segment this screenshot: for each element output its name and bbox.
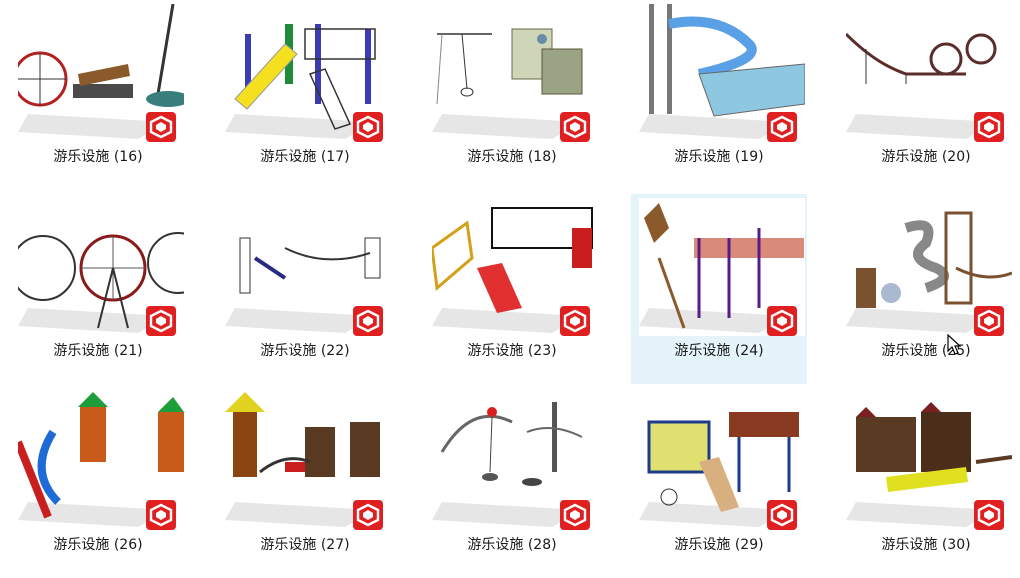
sketchup-logo-icon — [353, 112, 383, 142]
sketchup-badge — [767, 306, 797, 336]
sketchup-badge — [146, 500, 176, 530]
file-thumbnail[interactable] — [432, 4, 598, 142]
file-tile[interactable]: 游乐设施 (17) — [217, 0, 393, 190]
sketchup-logo-icon — [146, 500, 176, 530]
file-name-label[interactable]: 游乐设施 (20) — [881, 149, 971, 165]
sketchup-logo-icon — [767, 306, 797, 336]
sketchup-logo-icon — [146, 306, 176, 336]
file-name-label[interactable]: 游乐设施 (26) — [53, 537, 143, 553]
sketchup-logo-icon — [560, 500, 590, 530]
file-name-label[interactable]: 游乐设施 (24) — [674, 343, 764, 359]
sketchup-badge — [974, 112, 1004, 142]
file-thumbnail[interactable] — [846, 392, 1012, 530]
sketchup-logo-icon — [560, 112, 590, 142]
file-thumbnail[interactable] — [225, 392, 391, 530]
file-tile[interactable]: 游乐设施 (21) — [10, 194, 186, 384]
model-preview-image — [18, 4, 184, 142]
file-tile[interactable]: 游乐设施 (30) — [838, 388, 1014, 578]
file-name-label[interactable]: 游乐设施 (17) — [260, 149, 350, 165]
model-preview-image — [18, 392, 184, 530]
file-tile[interactable]: 游乐设施 (23) — [424, 194, 600, 384]
file-tile[interactable]: 游乐设施 (27) — [217, 388, 393, 578]
file-name-label[interactable]: 游乐设施 (29) — [674, 537, 764, 553]
file-name-label[interactable]: 游乐设施 (30) — [881, 537, 971, 553]
sketchup-badge — [353, 112, 383, 142]
file-thumbnail[interactable] — [432, 392, 598, 530]
file-tile[interactable]: 游乐设施 (25) — [838, 194, 1014, 384]
file-thumbnail[interactable] — [846, 198, 1012, 336]
sketchup-logo-icon — [767, 500, 797, 530]
file-tile[interactable]: 游乐设施 (24) — [631, 194, 807, 384]
file-tile[interactable]: 游乐设施 (28) — [424, 388, 600, 578]
file-tile[interactable]: 游乐设施 (29) — [631, 388, 807, 578]
sketchup-logo-icon — [353, 500, 383, 530]
sketchup-logo-icon — [560, 306, 590, 336]
file-name-label[interactable]: 游乐设施 (27) — [260, 537, 350, 553]
file-name-label[interactable]: 游乐设施 (23) — [467, 343, 557, 359]
sketchup-badge — [974, 306, 1004, 336]
file-tile[interactable]: 游乐设施 (26) — [10, 388, 186, 578]
sketchup-badge — [353, 306, 383, 336]
sketchup-badge — [560, 500, 590, 530]
file-tile[interactable]: 游乐设施 (16) — [10, 0, 186, 190]
sketchup-logo-icon — [974, 112, 1004, 142]
sketchup-logo-icon — [146, 112, 176, 142]
file-thumbnail[interactable] — [639, 4, 805, 142]
mouse-cursor-icon — [947, 334, 961, 355]
file-thumbnail[interactable] — [18, 4, 184, 142]
sketchup-badge — [560, 306, 590, 336]
file-thumbnail[interactable] — [225, 4, 391, 142]
file-tile[interactable]: 游乐设施 (19) — [631, 0, 807, 190]
file-tile[interactable]: 游乐设施 (20) — [838, 0, 1014, 190]
file-tile[interactable]: 游乐设施 (22) — [217, 194, 393, 384]
sketchup-badge — [146, 112, 176, 142]
file-thumbnail[interactable] — [18, 392, 184, 530]
file-name-label[interactable]: 游乐设施 (16) — [53, 149, 143, 165]
sketchup-badge — [560, 112, 590, 142]
sketchup-logo-icon — [767, 112, 797, 142]
file-thumbnail[interactable] — [225, 198, 391, 336]
model-preview-image — [225, 392, 391, 530]
sketchup-badge — [146, 306, 176, 336]
model-preview-image — [432, 392, 598, 530]
sketchup-badge — [767, 500, 797, 530]
file-name-label[interactable]: 游乐设施 (19) — [674, 149, 764, 165]
sketchup-logo-icon — [353, 306, 383, 336]
file-tile[interactable]: 游乐设施 (18) — [424, 0, 600, 190]
sketchup-badge — [353, 500, 383, 530]
sketchup-logo-icon — [974, 500, 1004, 530]
model-preview-image — [846, 4, 1012, 142]
file-name-label[interactable]: 游乐设施 (18) — [467, 149, 557, 165]
file-name-label[interactable]: 游乐设施 (21) — [53, 343, 143, 359]
sketchup-badge — [767, 112, 797, 142]
file-name-label[interactable]: 游乐设施 (25) — [881, 343, 971, 359]
file-thumbnail[interactable] — [432, 198, 598, 336]
file-thumbnail[interactable] — [18, 198, 184, 336]
file-name-label[interactable]: 游乐设施 (28) — [467, 537, 557, 553]
sketchup-badge — [974, 500, 1004, 530]
file-thumbnail[interactable] — [846, 4, 1012, 142]
file-name-label[interactable]: 游乐设施 (22) — [260, 343, 350, 359]
file-thumbnail[interactable] — [639, 392, 805, 530]
sketchup-logo-icon — [974, 306, 1004, 336]
file-thumbnail[interactable] — [639, 198, 805, 336]
